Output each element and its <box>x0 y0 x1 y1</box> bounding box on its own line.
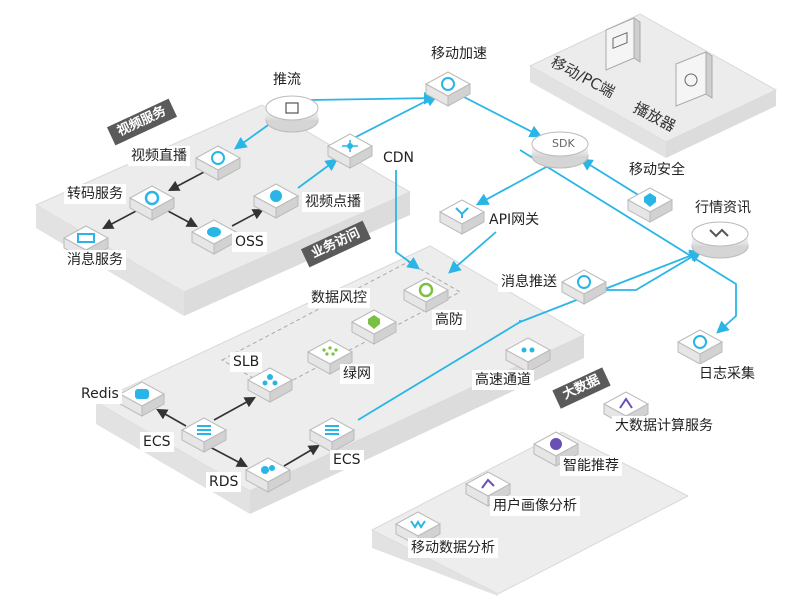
label-message-service: 消息服务 <box>64 250 126 270</box>
label-express-channel: 高速通道 <box>472 370 534 390</box>
label-ecs-right: ECS <box>330 450 364 470</box>
box-anti-ddos <box>402 277 450 313</box>
label-video-live: 视频直播 <box>128 146 190 166</box>
label-mobile-security: 移动安全 <box>626 160 688 180</box>
flow-live-to-transcode <box>168 171 205 192</box>
flow-express-to-market <box>519 249 703 323</box>
box-msg-push <box>560 269 608 305</box>
service-boxes <box>62 71 724 547</box>
label-ecs-left: ECS <box>140 432 174 452</box>
box-ecs-right <box>308 417 356 453</box>
label-green-net: 绿网 <box>340 364 374 384</box>
box-green-net <box>306 339 354 375</box>
label-cdn: CDN <box>380 148 418 168</box>
box-oss <box>190 219 238 255</box>
label-smart-recommend: 智能推荐 <box>560 456 622 476</box>
label-user-profile: 用户画像分析 <box>490 496 580 516</box>
flow-sdk-to-log <box>519 149 737 334</box>
label-bigdata-compute: 大数据计算服务 <box>612 416 716 436</box>
box-data-risk <box>350 309 398 345</box>
label-msg-push: 消息推送 <box>498 272 560 292</box>
box-video-live <box>194 145 242 181</box>
box-slb <box>246 367 294 403</box>
flow-transcode-to-msg <box>102 209 139 230</box>
label-transcode: 转码服务 <box>64 184 126 204</box>
box-express-channel <box>504 337 552 373</box>
flow-transcode-to-oss <box>165 209 198 228</box>
flow-push-to-accel <box>309 91 437 105</box>
flow-security-to-sdk <box>579 158 641 197</box>
flow-ecs-to-redis <box>156 408 187 427</box>
label-vod: 视频点播 <box>302 192 364 212</box>
box-vod <box>252 183 300 219</box>
box-rds <box>244 457 292 493</box>
label-push-stream: 推流 <box>270 70 304 90</box>
flow-push-to-market <box>598 250 703 291</box>
flow-oss-to-vod <box>231 208 264 227</box>
box-log-collect <box>676 329 724 365</box>
box-ecs-left <box>180 417 228 453</box>
box-api-gateway <box>438 199 486 235</box>
device-player-icon <box>675 51 713 107</box>
label-oss: OSS <box>232 232 267 252</box>
box-cdn <box>326 133 374 169</box>
label-mobile-analytics: 移动数据分析 <box>408 538 498 558</box>
device-mobile-pc-icon <box>605 17 641 71</box>
box-mobile-security <box>626 187 674 223</box>
label-anti-ddos: 高防 <box>432 310 466 330</box>
label-sdk: SDK <box>552 137 575 150</box>
label-mobile-accel: 移动加速 <box>428 44 490 64</box>
label-rds: RDS <box>206 472 242 492</box>
flow-api-to-antiddos <box>448 231 497 274</box>
label-log-collect: 日志采集 <box>696 364 758 384</box>
label-slb: SLB <box>230 352 263 372</box>
flow-cdn-to-accel <box>349 94 439 141</box>
cylinder-push-stream <box>265 95 319 133</box>
cylinder-sdk <box>531 131 589 169</box>
flow-vod-to-cdn <box>297 158 339 189</box>
box-mobile-accel <box>424 71 472 107</box>
flow-ecs-to-slb <box>213 396 256 421</box>
flow-sdk-to-api <box>475 165 549 206</box>
cylinder-market-info <box>691 221 749 259</box>
box-transcode <box>128 185 176 221</box>
flow-ecs-to-rds <box>207 445 248 468</box>
label-api-gateway: API网关 <box>486 210 543 230</box>
label-market-info: 行情资讯 <box>692 198 754 218</box>
flow-rds-to-ecs <box>283 444 320 467</box>
flow-accel-to-sdk <box>461 95 543 138</box>
label-redis: Redis <box>78 384 122 404</box>
label-data-risk: 数据风控 <box>308 288 370 308</box>
flow-cdn-to-antiddos <box>395 170 421 270</box>
